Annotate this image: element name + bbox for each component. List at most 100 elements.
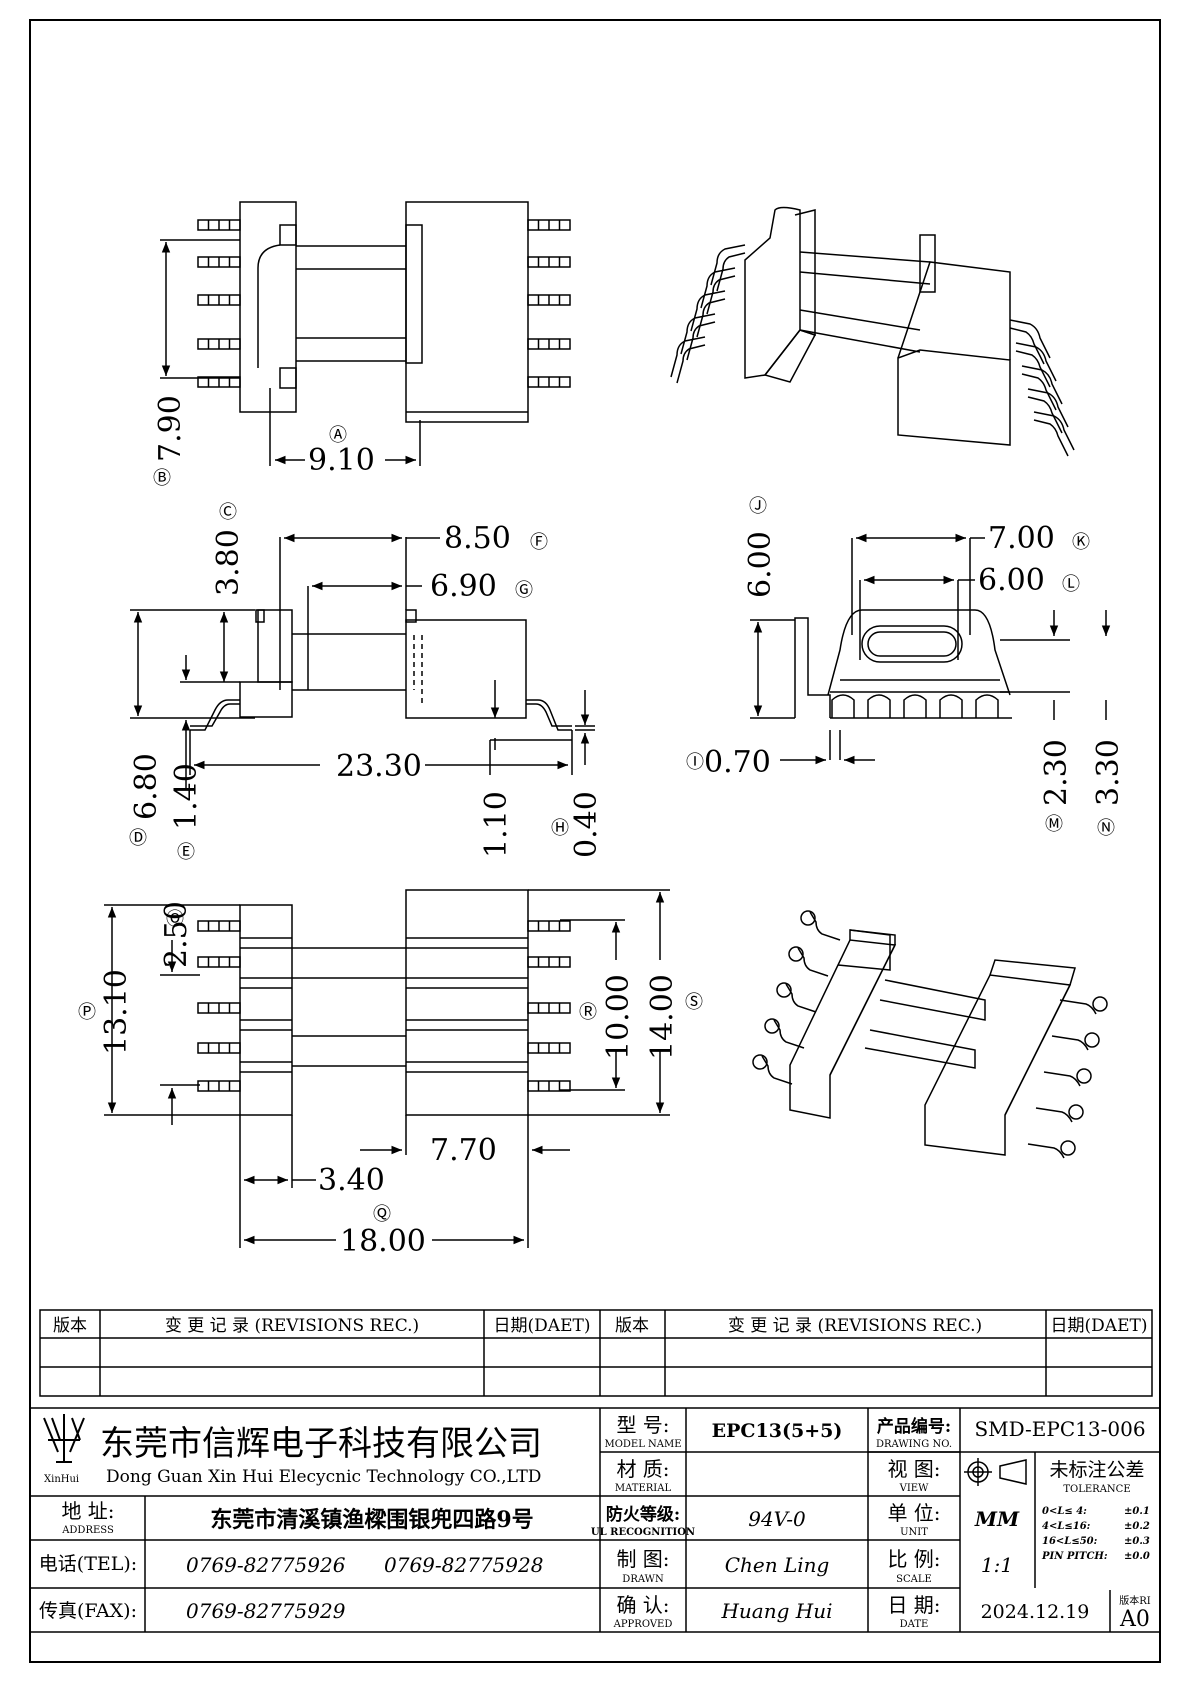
pin: [527, 956, 571, 968]
pin: [1033, 411, 1075, 451]
dim-pin-thickness: 0.40: [569, 791, 604, 858]
pin: [197, 1042, 241, 1054]
pin: [686, 321, 716, 361]
pin: [773, 1019, 805, 1049]
isometric-view-top: [670, 206, 1075, 457]
pin: [696, 298, 726, 338]
tag-d: Ⓓ: [129, 828, 147, 849]
pin: [527, 338, 571, 350]
date-label-en: DATE: [900, 1619, 929, 1630]
model-label: 型 号:: [616, 1413, 669, 1437]
rev-version-header-right: 版本: [615, 1316, 649, 1336]
pin: [197, 1002, 241, 1014]
rev-version-header-left: 版本: [53, 1316, 87, 1336]
fax-label: 传真(FAX):: [39, 1600, 137, 1622]
dim-top-width: 9.10: [308, 443, 375, 478]
pin: [680, 313, 716, 355]
tolerance-value: ±0.1: [1124, 1506, 1150, 1517]
unit-label-en: UNIT: [900, 1527, 928, 1538]
dim-outer-span: 14.00: [645, 974, 680, 1060]
pin: [706, 275, 736, 315]
pin-tip: [1068, 1104, 1084, 1120]
dim-end-height: 6.00: [743, 531, 778, 598]
dim-end-pin-height-b: 3.30: [1091, 739, 1126, 806]
pin: [1035, 1107, 1073, 1123]
pin: [1009, 319, 1051, 359]
dim-pitch: 2.50: [159, 901, 194, 968]
tolerance-value: ±0.2: [1124, 1521, 1150, 1532]
pin: [1027, 1143, 1065, 1159]
unit-label: 单 位:: [887, 1501, 940, 1525]
pin: [716, 252, 746, 292]
dim-pin-span: 13.10: [99, 969, 134, 1055]
tolerance-range: 0<L≤ 4:: [1042, 1506, 1087, 1517]
dim-length: 23.30: [336, 749, 422, 784]
tag-c: Ⓒ: [219, 502, 237, 523]
tag-e: Ⓔ: [177, 842, 195, 863]
pin: [1033, 419, 1069, 457]
dim-total-height: 6.80: [129, 753, 164, 820]
dim-standoff: 1.40: [169, 763, 204, 830]
pin: [197, 1080, 241, 1092]
tag-i: Ⓘ: [686, 752, 704, 773]
drawing-no-label-en: DRAWING NO.: [876, 1439, 952, 1450]
model-value: EPC13(5+5): [712, 1420, 843, 1442]
pin: [527, 294, 571, 306]
pin: [527, 1042, 571, 1054]
tag-b: Ⓑ: [153, 468, 171, 489]
pin: [975, 694, 999, 718]
pin: [527, 920, 571, 932]
pin: [197, 256, 241, 268]
tolerance-range: 4<L≤16:: [1042, 1521, 1091, 1532]
pin: [1021, 365, 1063, 405]
tag-q: Ⓠ: [373, 1204, 391, 1225]
fire-value: 94V-0: [748, 1507, 806, 1531]
pin-tip: [1076, 1068, 1092, 1084]
view-label-en: VIEW: [899, 1483, 929, 1494]
dim-gap: 7.70: [430, 1133, 497, 1168]
isometric-view-bottom: [752, 910, 1108, 1159]
material-label-en: MATERIAL: [615, 1483, 672, 1494]
pin: [785, 983, 817, 1013]
pin: [676, 344, 706, 384]
scale-value: 1:1: [981, 1553, 1013, 1577]
fax-value: 0769-82775929: [186, 1599, 346, 1623]
tag-l: Ⓛ: [1062, 574, 1080, 595]
view-label: 视 图:: [887, 1457, 940, 1481]
pin: [831, 694, 855, 718]
revisions-table: [39, 1309, 1153, 1397]
tag-o: Ⓞ: [166, 909, 184, 930]
tag-h: Ⓗ: [551, 818, 569, 839]
rev-date-header-right: 日期(DAET): [1051, 1316, 1148, 1336]
tolerance-range: 16<L≤50:: [1042, 1536, 1098, 1547]
fire-label-en: UL RECOGNITION: [591, 1527, 695, 1538]
version-label: 版本RI: [1119, 1594, 1151, 1607]
tag-m: Ⓜ: [1045, 814, 1063, 835]
tolerance-title-en: TOLERANCE: [1063, 1484, 1130, 1495]
pin: [1043, 1071, 1081, 1087]
approved-value: Huang Hui: [720, 1599, 832, 1623]
pin-tip: [776, 982, 792, 998]
pin: [809, 911, 841, 941]
dim-flange-height: 3.80: [211, 529, 246, 596]
drawn-label: 制 图:: [616, 1547, 669, 1571]
dim-pin-length: 1.10: [479, 791, 514, 858]
projection-symbol-icon: [964, 1458, 1027, 1486]
pin: [197, 219, 241, 231]
pin-tip: [1060, 1140, 1076, 1156]
pin-tip: [1084, 1032, 1100, 1048]
bottom-view: [104, 889, 670, 1248]
tag-s: Ⓢ: [685, 992, 703, 1013]
company-logo: [43, 1414, 85, 1463]
tag-a: Ⓐ: [329, 425, 347, 446]
dim-flange-width: 8.50: [444, 521, 511, 556]
dim-end-outer-width: 7.00: [988, 521, 1055, 556]
address-label-en: ADDRESS: [61, 1525, 114, 1536]
pin: [710, 244, 746, 286]
pin: [761, 1055, 793, 1085]
model-label-en: MODEL NAME: [604, 1439, 681, 1450]
pin: [527, 219, 571, 231]
side-view: [130, 533, 595, 788]
company-name-en: Dong Guan Xin Hui Elecycnic Technology C…: [106, 1467, 541, 1487]
